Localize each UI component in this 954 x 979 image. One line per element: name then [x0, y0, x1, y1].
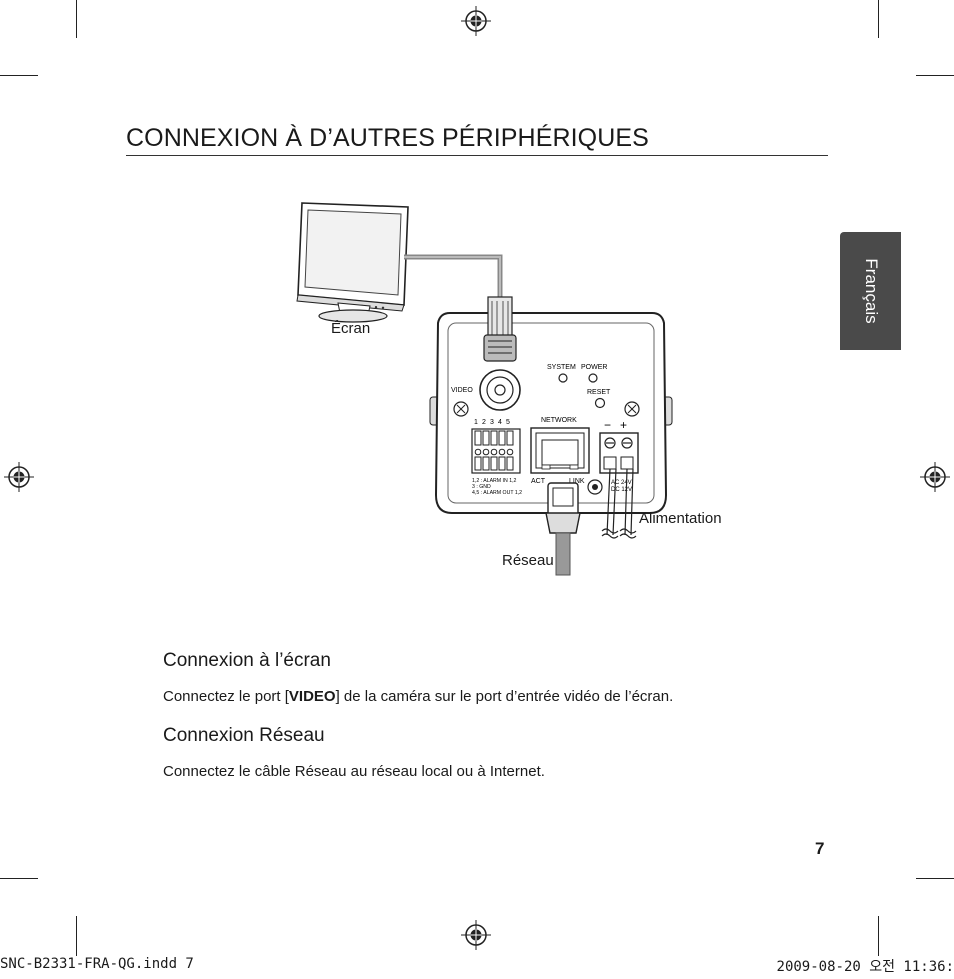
registration-mark-icon [920, 462, 950, 492]
network-cable-icon [545, 482, 581, 576]
crop-mark [916, 75, 954, 76]
page-number: 7 [815, 839, 825, 858]
pin-legend-line: 1,2 : ALARM IN 1,2 [472, 478, 517, 484]
link-led-label: LINK [569, 478, 585, 485]
connection-diagram: VIDEO SYSTEM POWER RESET 1 2 3 4 5 1,2 :… [296, 202, 673, 576]
pin-number: 2 [482, 419, 486, 426]
registration-mark-icon [461, 6, 491, 36]
pin-legend-line: 3 : GND [472, 484, 491, 490]
pin-number: 4 [498, 419, 502, 426]
crop-mark [76, 916, 77, 956]
footer-file-name: SNC-B2331-FRA-QG.indd 7 [0, 956, 194, 972]
video-keyword: VIDEO [288, 688, 336, 705]
network-port-label: NETWORK [541, 417, 577, 424]
ac-label: AC 24V [611, 480, 632, 486]
pin-number: 1 [474, 419, 478, 426]
power-wire-icon [601, 468, 637, 539]
camera-rear-panel: VIDEO SYSTEM POWER RESET 1 2 3 4 5 1,2 :… [429, 296, 673, 514]
video-port-label: VIDEO [451, 387, 473, 394]
pin-number: 5 [506, 419, 510, 426]
minus-sign: − [604, 418, 611, 432]
footer-date: 2009-08-20 오전 11:36: [776, 959, 954, 975]
power-label: Alimentation [639, 510, 722, 527]
crop-mark [878, 0, 879, 38]
section-text-network: Connectez le câble Réseau au réseau loca… [163, 763, 545, 780]
network-label: Réseau [502, 552, 554, 569]
section-text-screen: Connectez le port [VIDEO] de la caméra s… [163, 688, 674, 705]
monitor-icon [296, 202, 409, 323]
pin-number: 3 [490, 419, 494, 426]
language-tab-label: Français [861, 258, 881, 324]
pin-legend-line: 4,5 : ALARM OUT 1,2 [472, 490, 522, 496]
crop-mark [0, 75, 38, 76]
crop-mark [0, 878, 38, 879]
crop-mark [76, 0, 77, 38]
section-title-screen: Connexion à l’écran [163, 650, 331, 671]
reset-label: RESET [587, 389, 611, 396]
system-led-label: SYSTEM [547, 364, 576, 371]
title-underline [126, 155, 828, 156]
power-led-label: POWER [581, 364, 607, 371]
crop-mark [916, 878, 954, 879]
screen-label: Écran [331, 320, 371, 337]
act-led-label: ACT [531, 478, 546, 485]
language-tab: Français [840, 232, 901, 350]
plus-sign: + [620, 418, 627, 432]
registration-mark-icon [461, 920, 491, 950]
crop-mark [878, 916, 879, 956]
registration-mark-icon [4, 462, 34, 492]
section-title-network: Connexion Réseau [163, 725, 325, 746]
page-title: CONNEXION À D’AUTRES PÉRIPHÉRIQUES [126, 124, 649, 152]
dc-label: DC 12V [611, 487, 632, 493]
